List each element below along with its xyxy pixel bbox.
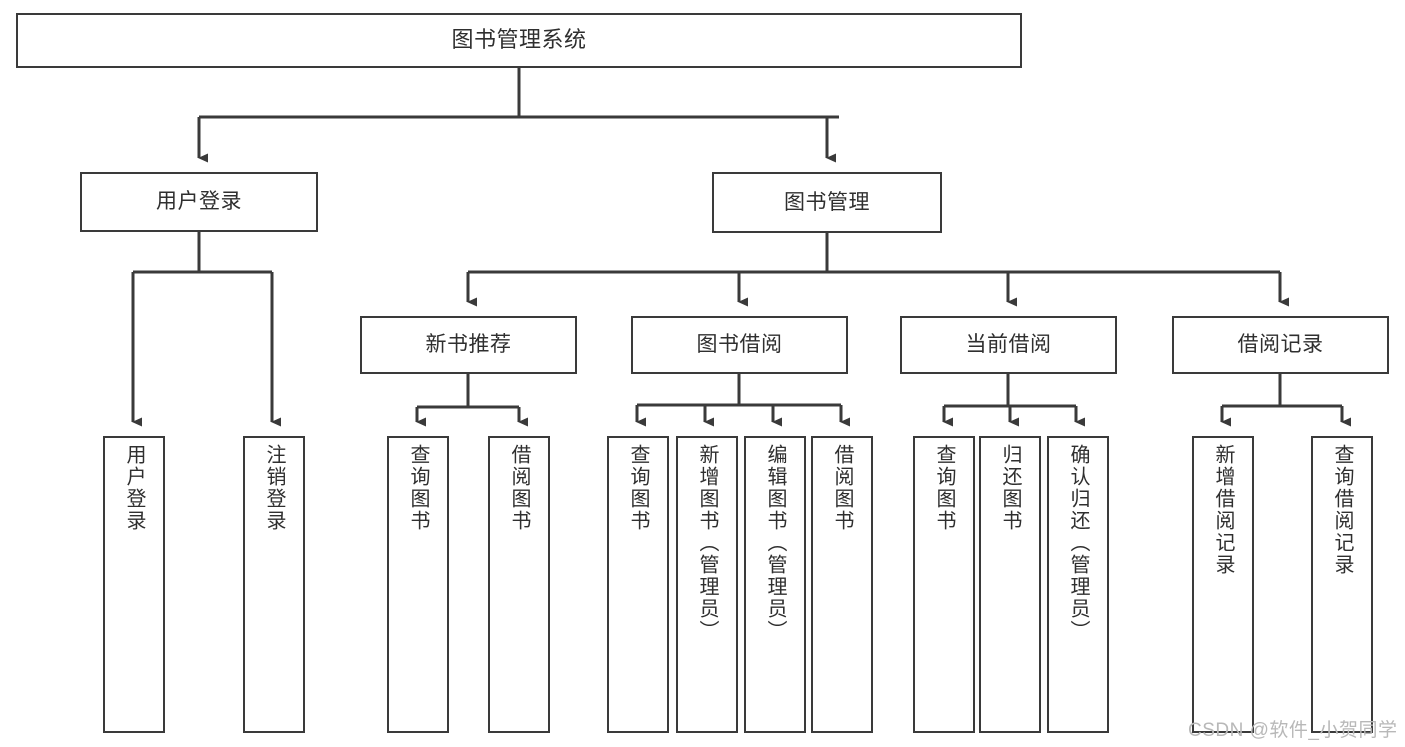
leaf-current-confirm-return[interactable]: 确认归还（管理员） — [1047, 436, 1109, 733]
leaf-record-query-record-label: 查询借阅记录 — [1331, 444, 1353, 576]
leaf-current-return-book[interactable]: 归还图书 — [979, 436, 1041, 733]
leaf-current-return-book-label: 归还图书 — [999, 444, 1021, 532]
watermark: CSDN @软件_小贺同学 — [1188, 720, 1398, 741]
leaf-newbook-borrow-book[interactable]: 借阅图书 — [488, 436, 550, 733]
leaf-user-login-label: 用户登录 — [123, 444, 145, 532]
leaf-record-add-record[interactable]: 新增借阅记录 — [1192, 436, 1254, 733]
leaf-newbook-query-book[interactable]: 查询图书 — [387, 436, 449, 733]
leaf-current-query-book-label: 查询图书 — [933, 444, 955, 532]
leaf-borrow-borrow-book[interactable]: 借阅图书 — [811, 436, 873, 733]
leaf-user-login[interactable]: 用户登录 — [103, 436, 165, 733]
node-user-login-label: 用户登录 — [156, 190, 242, 214]
leaf-current-confirm-return-label: 确认归还（管理员） — [1067, 444, 1089, 642]
leaf-borrow-query-book[interactable]: 查询图书 — [607, 436, 669, 733]
node-borrow-record-label: 借阅记录 — [1237, 333, 1324, 357]
leaf-newbook-query-book-label: 查询图书 — [407, 444, 429, 532]
node-root-label: 图书管理系统 — [451, 27, 587, 53]
node-new-book-recommend-label: 新书推荐 — [425, 333, 512, 357]
node-book-management-label: 图书管理 — [784, 190, 870, 214]
node-user-login[interactable]: 用户登录 — [80, 172, 318, 232]
leaf-borrow-edit-book[interactable]: 编辑图书（管理员） — [744, 436, 806, 733]
leaf-record-add-record-label: 新增借阅记录 — [1212, 444, 1234, 576]
leaf-logout[interactable]: 注销登录 — [243, 436, 305, 733]
leaf-borrow-add-book-label: 新增图书（管理员） — [696, 444, 718, 642]
leaf-borrow-borrow-book-label: 借阅图书 — [831, 444, 853, 532]
node-new-book-recommend[interactable]: 新书推荐 — [360, 316, 577, 374]
leaf-newbook-borrow-book-label: 借阅图书 — [508, 444, 530, 532]
node-book-management[interactable]: 图书管理 — [712, 172, 942, 233]
node-root[interactable]: 图书管理系统 — [16, 13, 1022, 68]
leaf-record-query-record[interactable]: 查询借阅记录 — [1311, 436, 1373, 733]
node-current-borrow-label: 当前借阅 — [965, 333, 1052, 357]
leaf-borrow-edit-book-label: 编辑图书（管理员） — [764, 444, 786, 642]
leaf-logout-label: 注销登录 — [263, 444, 285, 532]
leaf-current-query-book[interactable]: 查询图书 — [913, 436, 975, 733]
leaf-borrow-query-book-label: 查询图书 — [627, 444, 649, 532]
node-book-borrow[interactable]: 图书借阅 — [631, 316, 848, 374]
node-current-borrow[interactable]: 当前借阅 — [900, 316, 1117, 374]
leaf-borrow-add-book[interactable]: 新增图书（管理员） — [676, 436, 738, 733]
node-borrow-record[interactable]: 借阅记录 — [1172, 316, 1389, 374]
node-book-borrow-label: 图书借阅 — [696, 333, 783, 357]
